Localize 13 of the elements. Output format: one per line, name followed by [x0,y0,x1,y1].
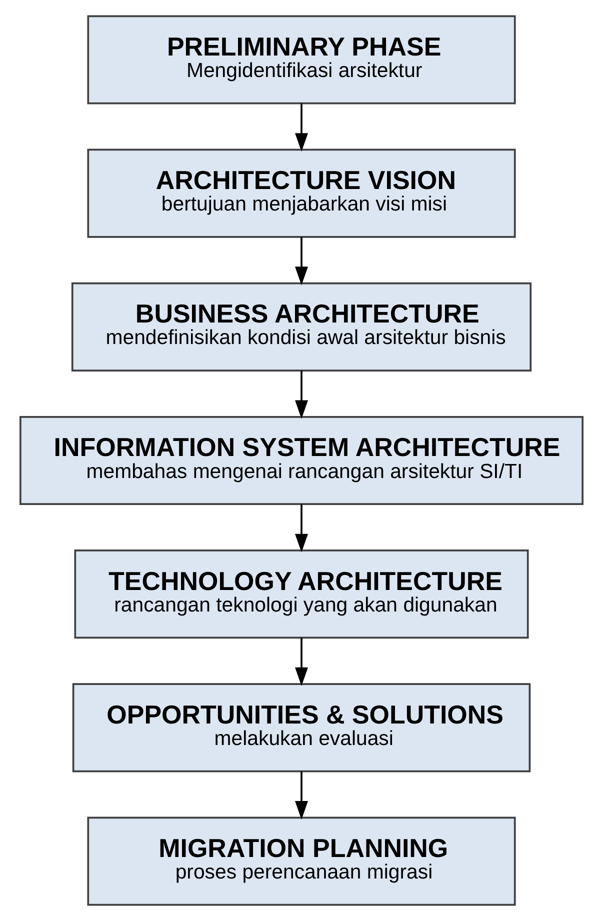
arrow [295,103,308,152]
node-box: BUSINESS ARCHITECTURE mendefinisikan kondisi awal arsitektur bisnis [71,282,532,372]
node-box: TECHNOLOGY ARCHITECTURE rancangan teknologi yang akan digunakan [74,550,529,639]
node-box: OPPORTUNITIES & SOLUTIONS melakukan evaluasi [72,683,531,772]
arrow [295,370,308,419]
arrow [295,237,308,286]
arrow [295,638,308,686]
arrow [295,504,308,552]
node-box: PRELIMINARY PHASE Mengidentifikasi arsitektur [87,15,516,104]
node-box: MIGRATION PLANNING proses perencanaan migrasi [87,816,516,906]
arrow [295,771,308,820]
node-box: INFORMATION SYSTEM ARCHITECTURE membahas mengenai rancangan arsitektur SI/TI [20,416,584,506]
node-box: ARCHITECTURE VISION bertujuan menjabarkan visi misi [87,148,516,238]
